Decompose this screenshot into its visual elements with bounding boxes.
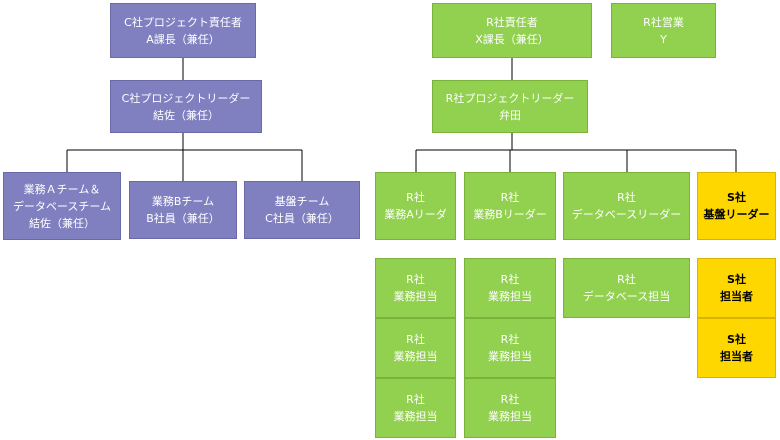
r-business-a-member-box: R社 業務担当 (375, 258, 456, 318)
r-business-b-member-box: R社 業務担当 (464, 378, 556, 438)
c-team-b-box: 業務Bチーム B社員（兼任） (129, 181, 237, 239)
r-business-b-member-box: R社 業務担当 (464, 318, 556, 378)
r-business-a-leader-box: R社 業務Aリーダ (375, 172, 456, 240)
r-business-a-member-box: R社 業務担当 (375, 378, 456, 438)
r-database-leader-box: R社 データベースリーダー (563, 172, 690, 240)
r-business-b-leader-box: R社 業務Bリーダー (464, 172, 556, 240)
c-infra-team-box: 基盤チーム C社員（兼任） (244, 181, 360, 239)
r-business-b-member-box: R社 業務担当 (464, 258, 556, 318)
s-infra-leader-box: S社 基盤リーダー (697, 172, 776, 240)
r-sales-box: R社営業 Y (611, 3, 716, 58)
s-infra-member-box: S社 担当者 (697, 318, 776, 378)
c-project-manager-box: C社プロジェクト責任者 A課長（兼任） (110, 3, 256, 58)
r-project-leader-box: R社プロジェクトリーダー 弁田 (432, 80, 588, 133)
s-infra-member-box: S社 担当者 (697, 258, 776, 318)
c-project-leader-box: C社プロジェクトリーダー 結佐（兼任） (110, 80, 262, 133)
r-database-member-box: R社 データベース担当 (563, 258, 690, 318)
r-business-a-member-box: R社 業務担当 (375, 318, 456, 378)
r-manager-box: R社責任者 X課長（兼任） (432, 3, 592, 58)
c-team-a-db-box: 業務Ａチーム＆ データベースチーム 結佐（兼任） (3, 172, 121, 240)
